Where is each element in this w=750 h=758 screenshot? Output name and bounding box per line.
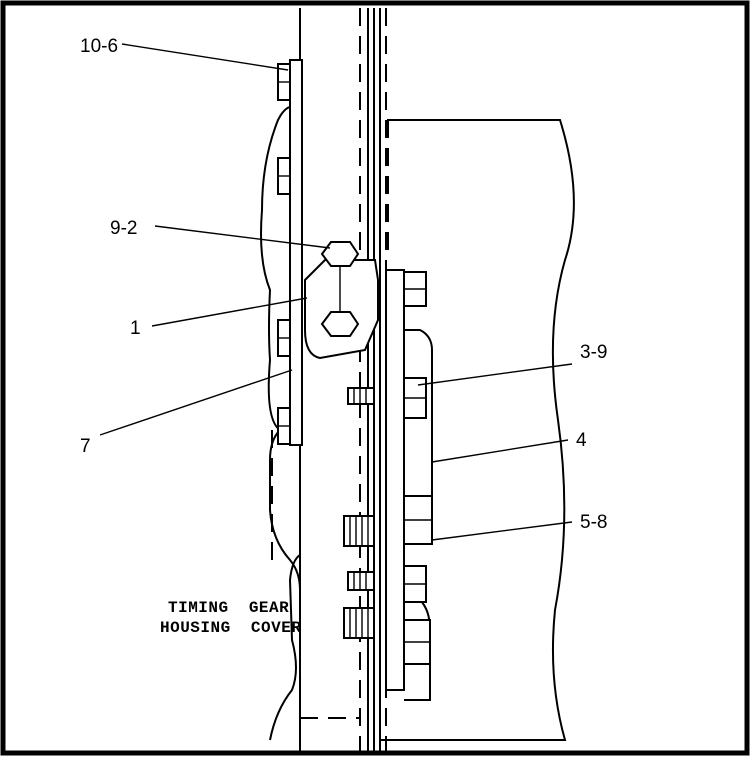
threaded-studs — [343, 387, 375, 639]
right-plate — [385, 269, 433, 701]
left-bolts — [277, 63, 291, 445]
callout-9-2: 9-2 — [110, 218, 137, 239]
caption-line-2: HOUSING COVER — [160, 619, 301, 637]
engine-housing — [380, 119, 575, 741]
callout-10-6: 10-6 — [80, 36, 118, 57]
callout-7: 7 — [80, 436, 91, 457]
timing-gear-housing-cover — [260, 105, 301, 741]
caption-line-1: TIMING GEAR — [168, 599, 289, 617]
left-plate — [289, 59, 303, 446]
callout-1: 1 — [130, 318, 141, 339]
leader-lines — [99, 43, 573, 541]
callout-3-9: 3-9 — [580, 342, 607, 363]
callout-4: 4 — [576, 430, 587, 451]
callout-5-8: 5-8 — [580, 512, 607, 533]
clamp — [304, 241, 379, 360]
vertical-bracket — [299, 8, 387, 752]
right-bolts — [403, 271, 433, 665]
